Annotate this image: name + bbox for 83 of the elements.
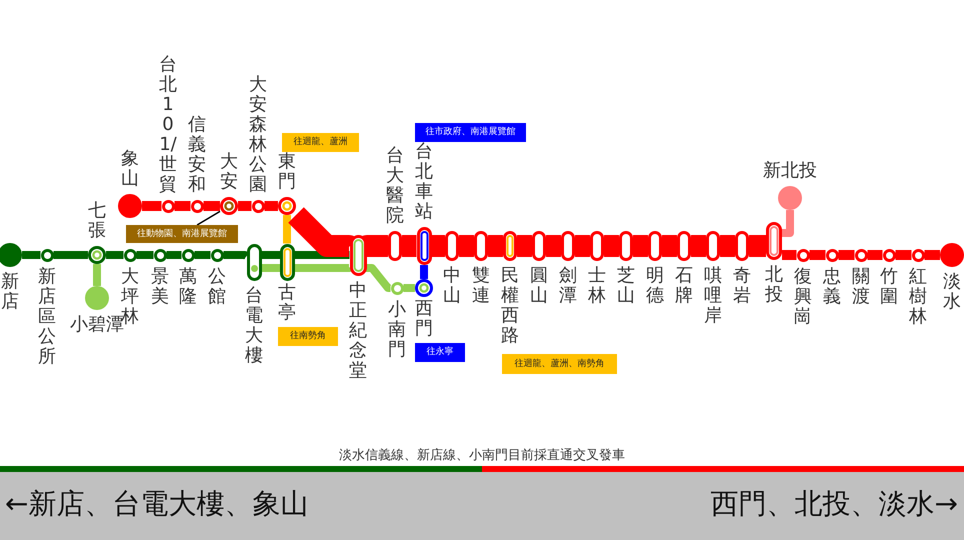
station-name: 台電大樓 <box>244 286 264 366</box>
station-name: 忠義 <box>822 266 842 306</box>
destination-sign: 往市政府、南港展覽館 <box>415 123 526 142</box>
track-line <box>106 251 124 259</box>
station-name: 信義安和 <box>187 114 207 194</box>
station-name: 台大醫院 <box>385 146 405 226</box>
track-line <box>546 235 561 257</box>
station-name: 中山 <box>442 266 462 306</box>
track-line <box>142 201 162 211</box>
destination-sign: 往南勢角 <box>278 327 338 346</box>
station-name: 景美 <box>150 266 170 306</box>
station-name: 小碧潭 <box>70 315 124 335</box>
station-name: 東門 <box>277 152 297 192</box>
station-name: 大安森林公園 <box>248 74 268 194</box>
note-text: 淡水信義線、新店線、小南門目前採直通交叉發車 <box>339 447 625 464</box>
station-name: 萬隆 <box>178 266 198 306</box>
station-name: 公館 <box>207 266 227 306</box>
station-name: 復興崗 <box>793 266 813 326</box>
station-name: 北投 <box>764 265 784 305</box>
station-name: 大坪林 <box>121 266 140 326</box>
leader-line <box>196 210 220 226</box>
destination-sign: 往永寧 <box>415 343 465 362</box>
track-line <box>720 235 735 257</box>
station-name: 新店 <box>0 272 20 312</box>
station-name: 唭哩岸 <box>703 266 723 326</box>
direction-text: ←新店、台電大樓、象山 <box>5 490 308 518</box>
track-line <box>283 215 291 244</box>
station-name: 古亭 <box>277 282 297 322</box>
station-name: 圓山 <box>529 266 549 306</box>
station-name: 新店區公所 <box>37 266 57 366</box>
track-line <box>691 235 706 257</box>
station-name: 芝山 <box>616 266 636 306</box>
destination-sign: 往迴龍、蘆洲、南勢角 <box>502 354 617 374</box>
station-name: 大安 <box>219 152 239 192</box>
track-line <box>896 250 912 260</box>
track-line <box>868 250 882 260</box>
station-name: 民權西路 <box>500 266 520 346</box>
track-line <box>432 235 445 257</box>
track-line <box>224 251 249 260</box>
station-name: 關渡 <box>851 266 871 306</box>
track-line <box>174 201 190 211</box>
track-line <box>264 201 278 211</box>
track-line <box>166 251 182 259</box>
station-name: 台北車站 <box>414 142 434 222</box>
station-name: 奇岩 <box>732 266 752 306</box>
track-line <box>633 235 648 257</box>
station-name: 七張 <box>87 201 107 241</box>
track-line <box>420 265 428 279</box>
station-name: 石牌 <box>674 266 694 306</box>
track-line <box>194 251 210 259</box>
track-line <box>136 251 154 259</box>
station-name: 竹圍 <box>879 266 899 306</box>
direction-text: 西門、北投、淡水→ <box>710 490 958 518</box>
track-line <box>22 251 40 259</box>
track-line <box>404 284 415 292</box>
track-line <box>517 235 532 257</box>
track-line <box>402 235 416 257</box>
track-line <box>604 235 619 257</box>
track-line <box>662 235 677 257</box>
track-line <box>459 235 474 257</box>
track-line <box>575 235 590 257</box>
track-line <box>488 235 503 257</box>
station-name: 小南門 <box>387 300 407 360</box>
station-name: 中正紀念堂 <box>348 280 368 380</box>
track-line <box>204 201 220 211</box>
track-line <box>54 251 88 259</box>
station-name: 明德 <box>645 266 665 306</box>
station-name: 紅樹林 <box>908 266 928 326</box>
destination-sign: 往動物園、南港展覽館 <box>126 225 238 243</box>
station-name: 台北101/世貿 <box>158 54 178 194</box>
track-line <box>924 250 940 260</box>
station-name: 象山 <box>120 149 140 189</box>
station-name: 士林 <box>587 266 607 306</box>
track-line <box>93 264 101 286</box>
track-line <box>238 201 252 211</box>
station-name: 新北投 <box>763 161 817 181</box>
station-name: 雙連 <box>471 266 491 306</box>
station-name: 劍潭 <box>558 266 578 306</box>
track-line <box>838 250 854 260</box>
destination-sign: 往迴龍、蘆洲 <box>282 133 359 152</box>
station-name: 西門 <box>414 299 434 339</box>
track-line <box>810 250 826 260</box>
station-name: 淡水 <box>942 272 962 312</box>
